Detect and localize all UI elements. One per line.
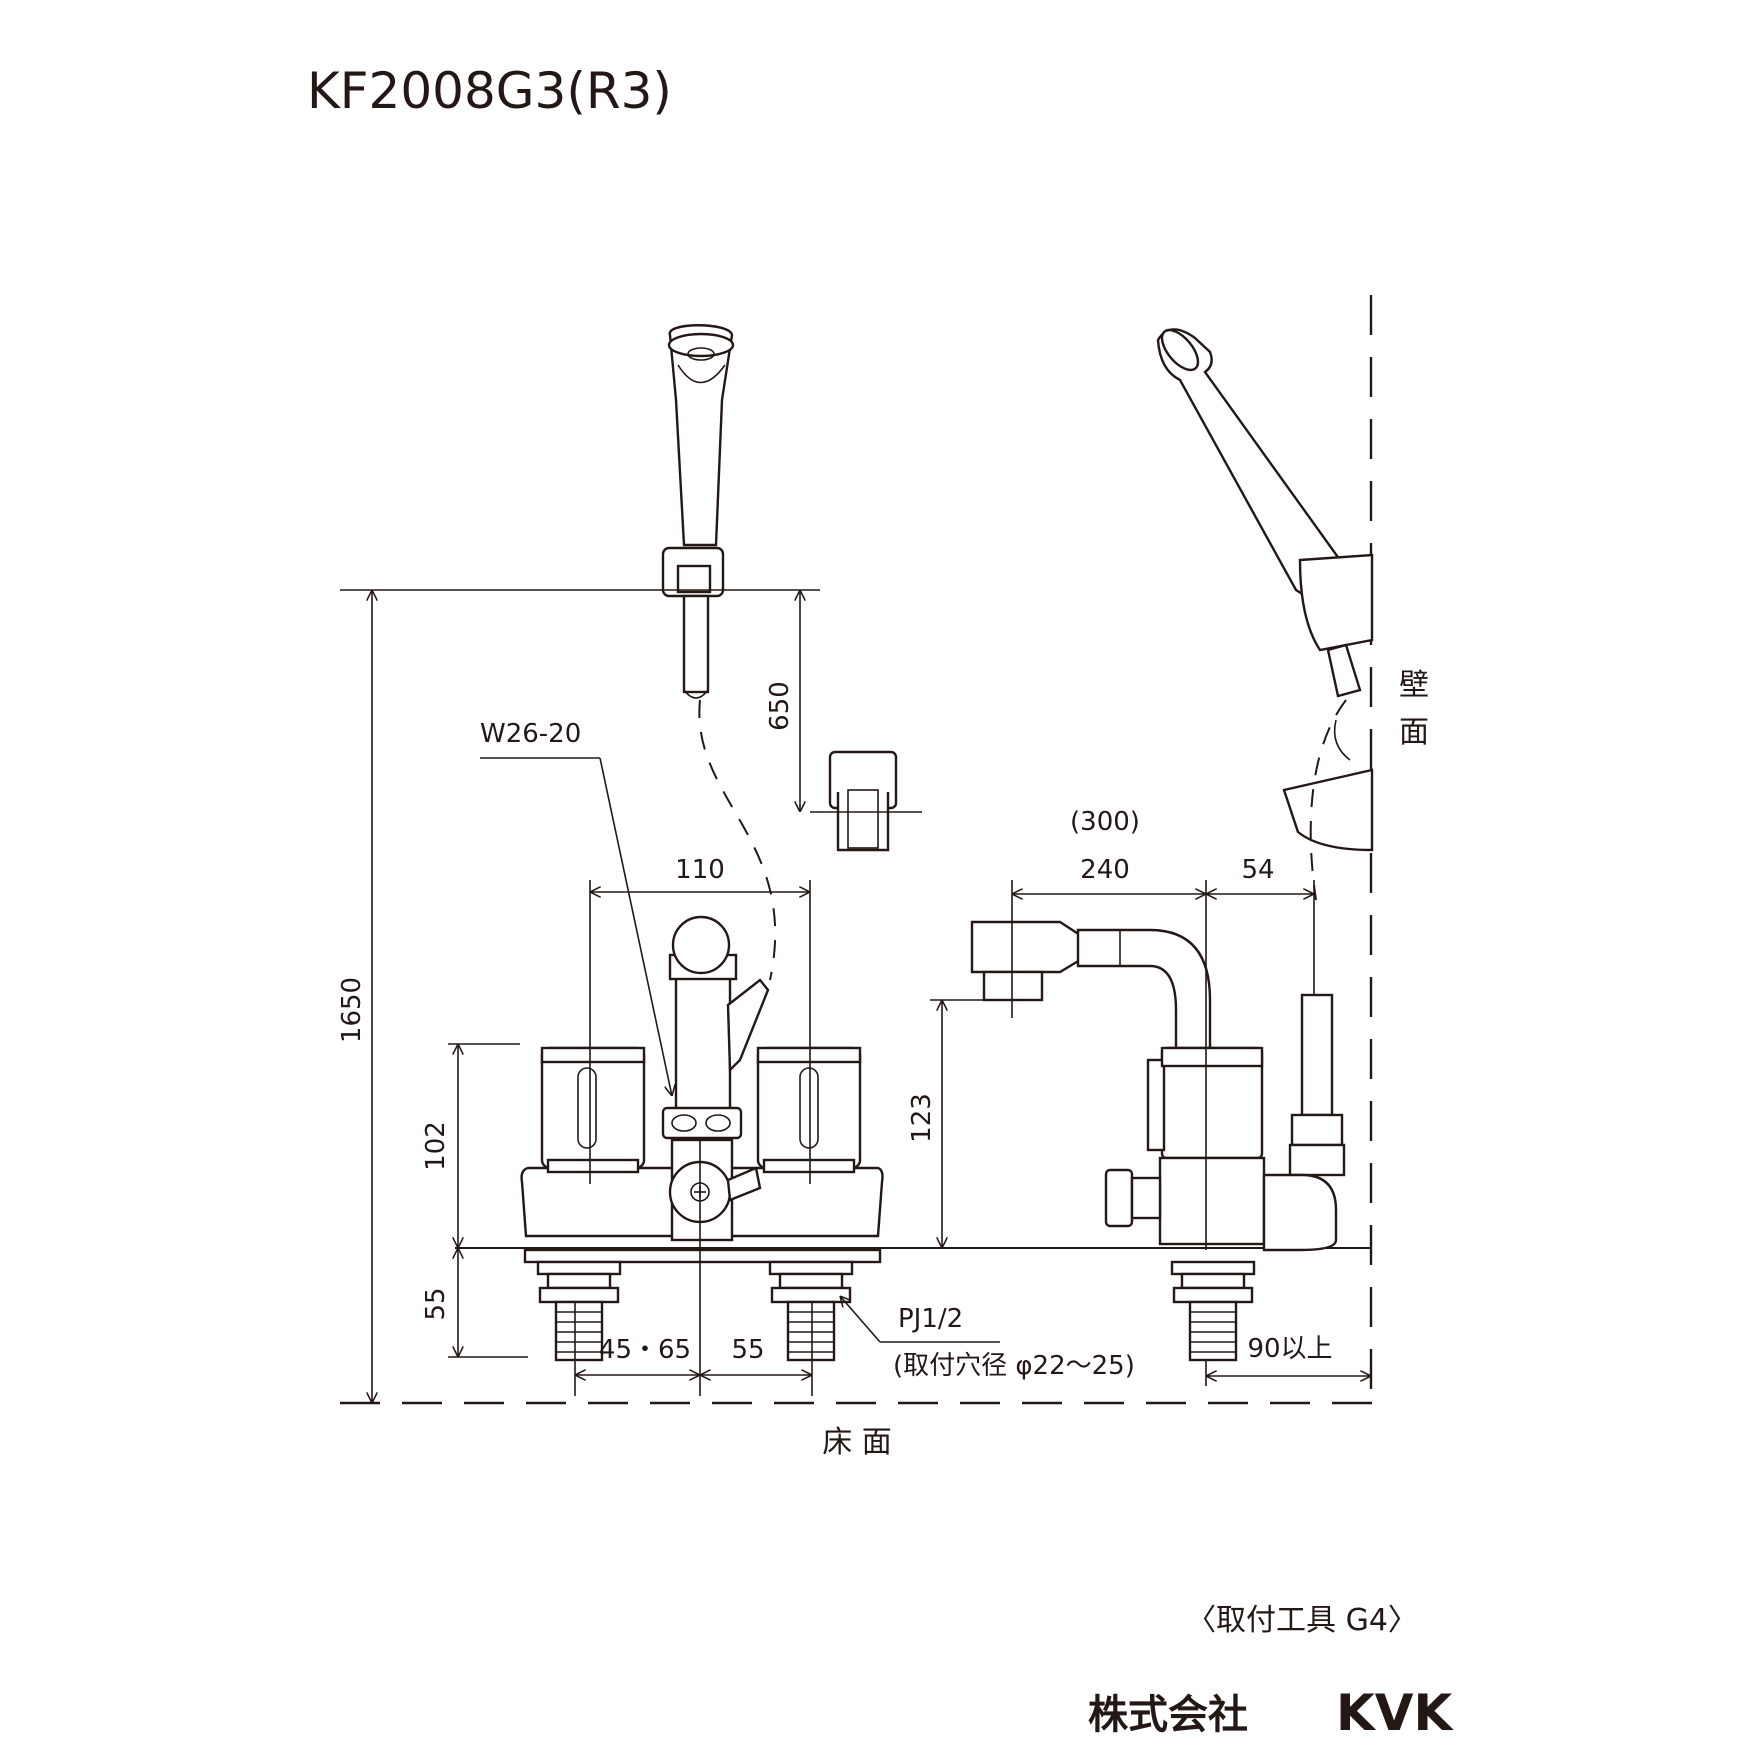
dim-handle-pitch: 110 [589, 855, 811, 1184]
dim-below-height: 55 [421, 1248, 528, 1358]
callout-hole-label: (取付穴径 φ22～25) [893, 1351, 1135, 1381]
dim-overall-reach-label: (300) [1070, 807, 1140, 837]
dim-bracket-height: 650 [765, 590, 800, 812]
side-faucet-body [970, 920, 1346, 1252]
front-shower-hook [810, 750, 922, 852]
dim-spout-height: 123 [907, 999, 990, 1248]
dim-lower-offsets: 45・65 55 [574, 1302, 813, 1396]
callout-thread-label: PJ1/2 [898, 1304, 963, 1334]
tool-label: 〈取付工具 G4〉 [1186, 1603, 1418, 1638]
front-hand-shower [661, 324, 735, 699]
company-brand: KVK [1336, 1684, 1454, 1742]
company-name-jp: 株式会社 [1088, 1692, 1248, 1738]
front-left-shank [536, 1260, 622, 1362]
wall-label-top: 壁 [1399, 668, 1429, 703]
dim-wall-min-label: 90以上 [1247, 1334, 1332, 1364]
dim-overall-height-label: 1650 [337, 977, 367, 1043]
front-hose [698, 699, 777, 981]
company-logo: 株式会社 KVK [1088, 1684, 1454, 1742]
side-shank [1170, 1260, 1256, 1362]
callout-connection-label: W26-20 [480, 719, 581, 749]
callout-connection: W26-20 [480, 719, 672, 1096]
dim-body-height: 102 [421, 1043, 520, 1248]
dim-reach: (300) 240 54 [1011, 807, 1315, 1250]
dim-overall-height: 1650 [337, 589, 820, 1403]
front-right-shank [768, 1260, 854, 1362]
dim-handle-pitch-label: 110 [675, 855, 725, 885]
floor-label: 床 面 [822, 1425, 892, 1460]
dim-below-height-label: 55 [421, 1287, 451, 1320]
dim-bracket-height-label: 650 [765, 681, 795, 731]
dim-body-height-label: 102 [421, 1121, 451, 1171]
front-faucet-body [520, 915, 884, 1264]
dim-left-offset-label: 45・65 [599, 1335, 691, 1365]
wall-label-bottom: 面 [1399, 715, 1429, 750]
callout-thread: PJ1/2 (取付穴径 φ22～25) [840, 1296, 1135, 1381]
dim-wall-min: 90以上 [1205, 1334, 1371, 1386]
dim-spout-height-label: 123 [907, 1093, 937, 1143]
dim-spout-reach-label: 240 [1080, 855, 1130, 885]
dim-right-offset-label: 55 [731, 1335, 764, 1365]
side-hand-shower [1156, 328, 1374, 852]
model-title: KF2008G3(R3) [307, 62, 672, 120]
dim-wall-gap-label: 54 [1241, 855, 1274, 885]
